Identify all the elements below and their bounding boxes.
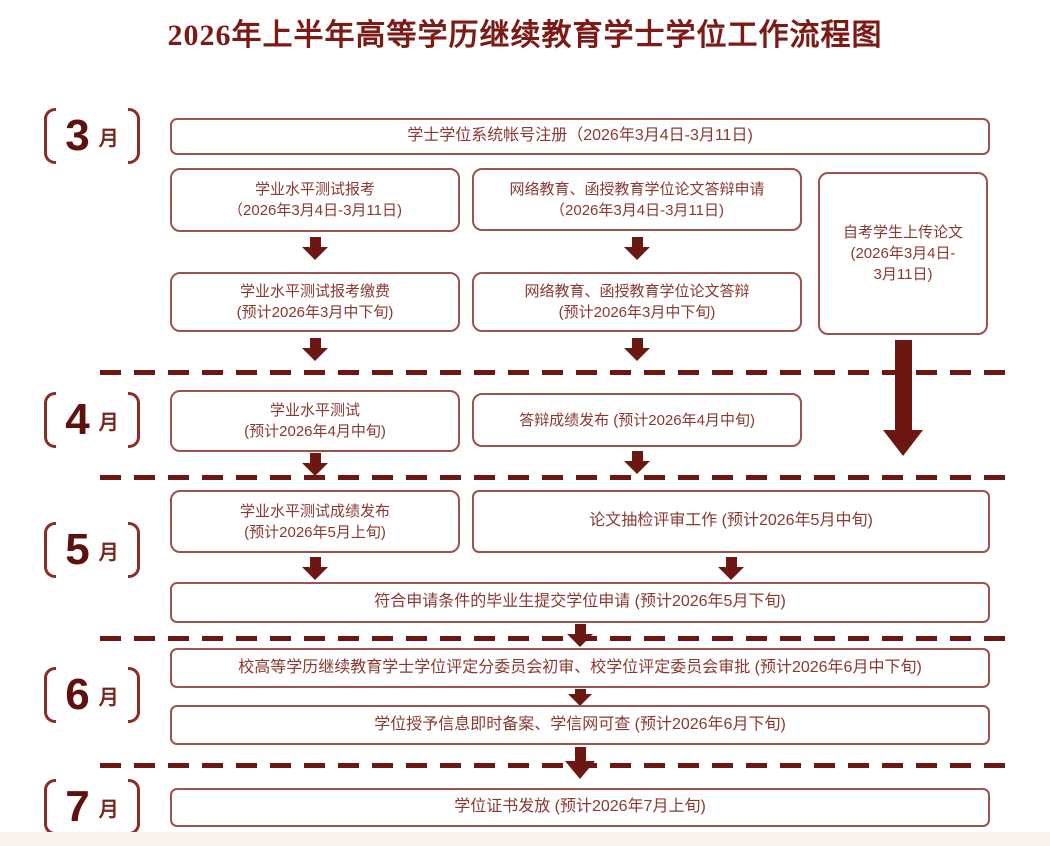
flow-arrow-down-icon bbox=[302, 557, 328, 580]
month-number: 7 bbox=[65, 782, 90, 831]
node-test-score: 学业水平测试成绩发布 (预计2026年5月上旬) bbox=[170, 490, 460, 553]
node-test-apply: 学业水平测试报考 （2026年3月4日-3月11日) bbox=[170, 168, 460, 232]
month-number: 3 bbox=[65, 111, 90, 160]
node-degree-record: 学位授予信息即时备案、学信网可查 (预计2026年6月下旬) bbox=[170, 705, 990, 745]
month-unit: 月 bbox=[98, 687, 119, 709]
node-text: (预计2026年3月中下旬) bbox=[558, 304, 716, 321]
month-divider-dashed-line bbox=[100, 475, 1007, 480]
month-label-march: 3 月 bbox=[28, 107, 156, 165]
node-text: 3月11日) bbox=[873, 266, 933, 283]
bracket-right-icon bbox=[127, 522, 140, 578]
month-unit: 月 bbox=[98, 128, 119, 150]
month-number: 6 bbox=[65, 670, 90, 719]
node-defense-score: 答辩成绩发布 (预计2026年4月中旬) bbox=[472, 393, 802, 447]
month-number: 5 bbox=[65, 525, 90, 574]
bracket-left-icon bbox=[44, 667, 57, 723]
node-selfstudy-upload: 自考学生上传论文 (2026年3月4日- 3月11日) bbox=[818, 172, 988, 335]
bracket-right-icon bbox=[127, 779, 140, 835]
node-committee-approval: 校高等学历继续教育学士学位评定分委员会初审、校学位评定委员会审批 (预计2026… bbox=[170, 648, 990, 688]
month-label-april: 4 月 bbox=[28, 391, 156, 449]
bracket-right-icon bbox=[127, 108, 140, 164]
node-certificate-issue: 学位证书发放 (预计2026年7月上旬) bbox=[170, 788, 990, 827]
bracket-right-icon bbox=[127, 667, 140, 723]
node-paper-review: 论文抽检评审工作 (预计2026年5月中旬) bbox=[472, 490, 990, 553]
month-label-june: 6 月 bbox=[28, 666, 156, 724]
month-unit: 月 bbox=[98, 542, 119, 564]
node-text: 网络教育、函授教育学位论文答辩 bbox=[524, 283, 750, 300]
flow-arrow-down-icon bbox=[565, 747, 595, 779]
bracket-left-icon bbox=[44, 392, 57, 448]
flow-arrow-long-down-icon bbox=[883, 340, 923, 456]
month-divider-dashed-line bbox=[100, 370, 1007, 375]
month-unit: 月 bbox=[98, 799, 119, 821]
node-text: 校高等学历继续教育学士学位评定分委员会初审、校学位评定委员会审批 (预计2026… bbox=[238, 658, 922, 676]
node-text: (2026年3月4日- bbox=[850, 245, 956, 262]
node-text: 答辩成绩发布 (预计2026年4月中旬) bbox=[519, 411, 755, 429]
month-unit: 月 bbox=[98, 412, 119, 434]
bracket-left-icon bbox=[44, 108, 57, 164]
flow-arrow-down-icon bbox=[302, 237, 328, 260]
page-footer-strip bbox=[0, 832, 1050, 846]
bracket-left-icon bbox=[44, 779, 57, 835]
node-text: 网络教育、函授教育学位论文答辩申请 bbox=[509, 180, 765, 198]
node-text: 学业水平测试报考 bbox=[254, 181, 375, 198]
node-text: 符合申请条件的毕业生提交学位申请 (预计2026年5月下旬) bbox=[374, 593, 786, 611]
node-defense-apply: 网络教育、函授教育学位论文答辩申请 （2026年3月4日-3月11日) bbox=[472, 168, 802, 231]
node-text: (预计2026年3月中下旬) bbox=[236, 304, 394, 321]
node-text: (预计2026年5月上旬) bbox=[244, 523, 386, 541]
month-divider-dashed-line bbox=[100, 763, 1007, 768]
bracket-left-icon bbox=[44, 522, 57, 578]
flow-arrow-down-icon bbox=[568, 689, 592, 706]
month-label-may: 5 月 bbox=[28, 521, 156, 579]
flow-arrow-down-icon bbox=[302, 338, 328, 361]
month-divider-dashed-line bbox=[100, 636, 1007, 641]
flow-arrow-down-icon bbox=[624, 451, 650, 474]
node-text: (预计2026年4月中旬) bbox=[244, 423, 386, 440]
flow-arrow-down-icon bbox=[302, 453, 328, 476]
flow-arrow-down-icon bbox=[718, 557, 744, 580]
bracket-right-icon bbox=[127, 392, 140, 448]
node-test-payment: 学业水平测试报考缴费 (预计2026年3月中下旬) bbox=[170, 272, 460, 332]
node-text: （2026年3月4日-3月11日) bbox=[550, 201, 724, 219]
node-text: 学士学位系统帐号注册（2026年3月4日-3月11日) bbox=[407, 127, 753, 145]
flow-arrow-down-icon bbox=[624, 237, 650, 260]
flow-arrow-down-icon bbox=[567, 624, 593, 647]
node-level-test: 学业水平测试 (预计2026年4月中旬) bbox=[170, 390, 460, 452]
node-account-register: 学士学位系统帐号注册（2026年3月4日-3月11日) bbox=[170, 118, 990, 155]
node-submit-application: 符合申请条件的毕业生提交学位申请 (预计2026年5月下旬) bbox=[170, 582, 990, 623]
node-text: 学位证书发放 (预计2026年7月上旬) bbox=[454, 798, 706, 816]
node-text: 学业水平测试报考缴费 bbox=[239, 283, 390, 300]
month-number: 4 bbox=[65, 395, 90, 444]
page-title: 2026年上半年高等学历继续教育学士学位工作流程图 bbox=[167, 19, 883, 52]
node-text: 学业水平测试 bbox=[269, 402, 360, 419]
month-label-july: 7 月 bbox=[28, 778, 156, 836]
node-text: 学位授予信息即时备案、学信网可查 (预计2026年6月下旬) bbox=[374, 715, 786, 733]
node-text: （2026年3月4日-3月11日) bbox=[228, 202, 402, 219]
node-text: 论文抽检评审工作 (预计2026年5月中旬) bbox=[589, 512, 873, 530]
node-thesis-defense: 网络教育、函授教育学位论文答辩 (预计2026年3月中下旬) bbox=[472, 272, 802, 332]
node-text: 学业水平测试成绩发布 bbox=[239, 502, 390, 520]
node-text: 自考学生上传论文 bbox=[842, 224, 963, 241]
flow-arrow-down-icon bbox=[624, 338, 650, 361]
